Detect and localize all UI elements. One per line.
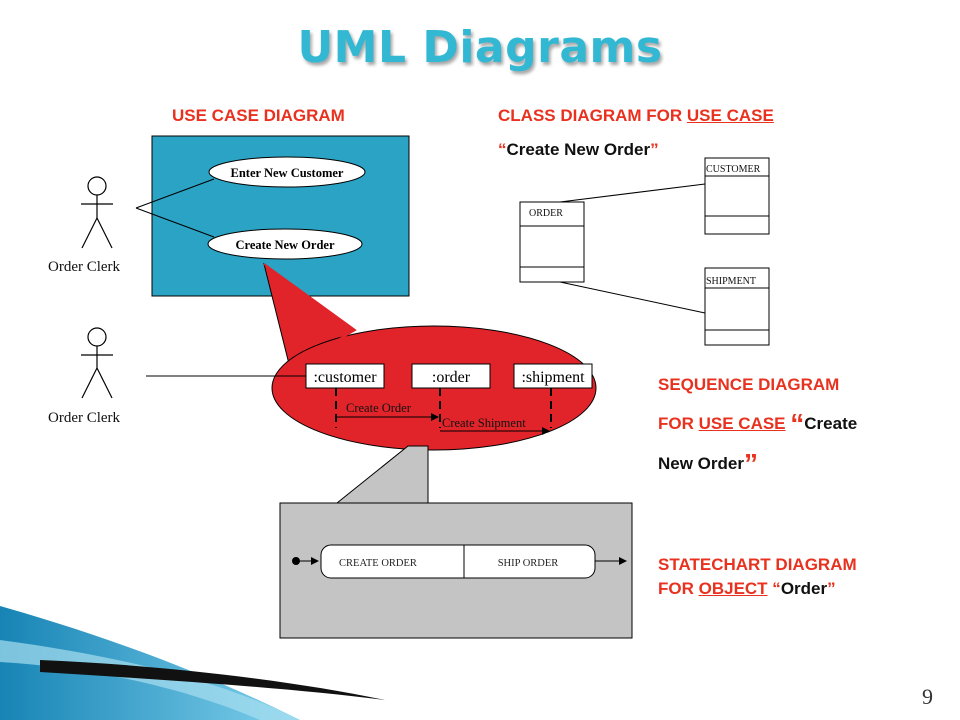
- class-diagram-heading: CLASS DIAGRAM FOR USE CASE: [498, 106, 774, 125]
- statechart-diagram: CREATE ORDER SHIP ORDER: [279, 445, 633, 639]
- svg-text:Create New Order: Create New Order: [235, 238, 334, 252]
- use-case-enter-new-customer: Enter New Customer: [208, 156, 366, 188]
- state-ship-order-label: SHIP ORDER: [498, 558, 559, 569]
- use-case-heading: USE CASE DIAGRAM: [172, 106, 345, 125]
- class-order-label: ORDER: [529, 208, 563, 219]
- class-shipment-box: [704, 267, 770, 346]
- message-create-shipment-label: Create Shipment: [442, 416, 526, 430]
- object-customer: [305, 363, 385, 389]
- lifelines: [335, 388, 552, 428]
- slide-title: UML Diagrams: [297, 22, 663, 73]
- class-order-box: [519, 201, 585, 283]
- actor-figure-2: [81, 327, 113, 399]
- actor-label-2: Order Clerk: [48, 410, 121, 426]
- svg-text::order: :order: [432, 369, 471, 386]
- class-diagram-case-name: “Create New Order”: [498, 140, 659, 159]
- state-create-order-label: CREATE ORDER: [339, 558, 417, 569]
- use-case-create-new-order: Create New Order: [207, 228, 363, 260]
- sequence-heading-line1: SEQUENCE DIAGRAM: [658, 375, 840, 394]
- sequence-heading-line3: New Order”: [658, 448, 758, 479]
- sequence-diagram: Order Clerk :customer :order :shipment C…: [48, 262, 597, 451]
- statechart-heading-line2: FOR OBJECT “Order”: [658, 579, 836, 598]
- object-order: [411, 363, 491, 389]
- svg-text:Enter New Customer: Enter New Customer: [231, 166, 344, 180]
- class-diagram: [519, 157, 770, 346]
- actor-label-1: Order Clerk: [48, 259, 121, 275]
- decorative-swoosh: [0, 606, 385, 720]
- sequence-heading-line2: FOR USE CASE “Create: [658, 408, 858, 439]
- initial-state-dot: [292, 557, 300, 565]
- object-shipment: [513, 363, 593, 389]
- svg-text::shipment: :shipment: [521, 369, 585, 386]
- class-shipment-label: SHIPMENT: [706, 276, 756, 287]
- actor-figure-1: [81, 176, 113, 249]
- statechart-heading-line1: STATECHART DIAGRAM: [658, 555, 857, 574]
- class-customer-box: [704, 157, 770, 235]
- statechart-pointer: [335, 445, 429, 506]
- slide-number: 9: [922, 684, 933, 709]
- message-create-order-label: Create Order: [346, 401, 412, 415]
- svg-text::customer: :customer: [313, 369, 377, 386]
- class-customer-label: CUSTOMER: [706, 164, 761, 175]
- use-case-diagram: Enter New Customer Create New Order Orde…: [48, 135, 410, 297]
